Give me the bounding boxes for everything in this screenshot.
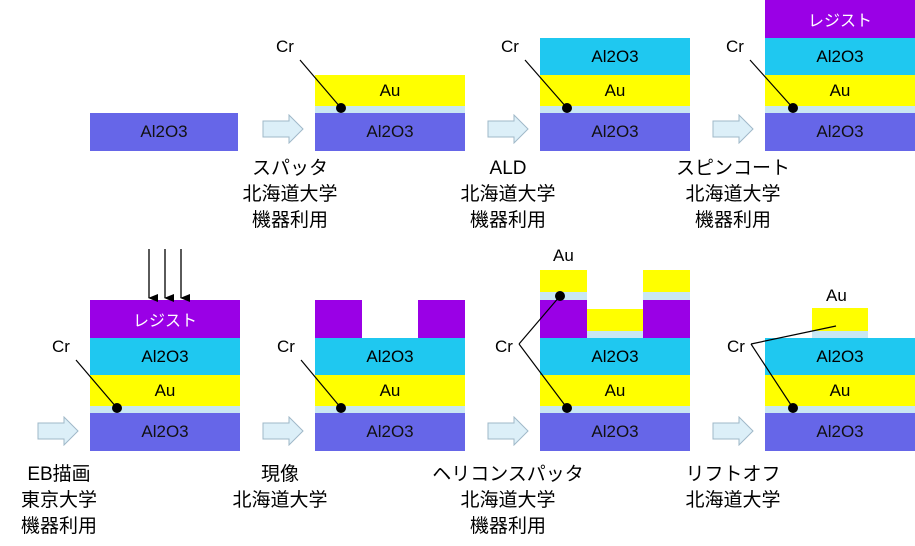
- stage6-resist-left: [315, 300, 362, 338]
- stage7-resist-right: [643, 300, 690, 338]
- stage6-al2o3-top-layer: Al2O3: [315, 338, 465, 375]
- caption-sputter-line1: スパッタ: [251, 158, 328, 179]
- stage8-cr-pattern: [812, 331, 868, 338]
- caption-liftoff-line2: 北海道大学: [685, 490, 781, 511]
- caption-sputter-line3: 機器利用: [251, 210, 328, 231]
- stage4-al2o3-substrate: Al2O3: [765, 113, 915, 151]
- stage8-au-label: Au: [826, 286, 847, 305]
- stage7-cr-top-right: [643, 292, 690, 300]
- caption-develop: 現像 北海道大学: [220, 462, 340, 514]
- process-arrow-1: [262, 113, 304, 145]
- stage3-al2o3-substrate: Al2O3: [540, 113, 690, 151]
- caption-spincoat-line2: 北海道大学: [685, 184, 781, 205]
- caption-eb-line3: 機器利用: [20, 516, 97, 537]
- process-arrow-5: [262, 415, 304, 447]
- caption-develop-line2: 北海道大学: [232, 490, 328, 511]
- stage8-cr-label: Cr: [727, 337, 745, 356]
- caption-eb: EB描画 東京大学 機器利用: [0, 462, 118, 540]
- stage3-al2o3-top-layer: Al2O3: [540, 38, 690, 75]
- caption-develop-line1: 現像: [260, 464, 299, 485]
- stage6-cr-layer: [315, 406, 465, 413]
- process-arrow-4: [37, 415, 79, 447]
- caption-spincoat-line3: 機器利用: [694, 210, 771, 231]
- stage6-resist-right: [418, 300, 465, 338]
- process-arrow-7: [712, 415, 754, 447]
- caption-spincoat: スピンコート 北海道大学 機器利用: [668, 156, 798, 234]
- caption-ald-line2: 北海道大学: [460, 184, 556, 205]
- stage8-au-layer: Au: [765, 375, 915, 406]
- stage4-cr-label: Cr: [726, 37, 744, 56]
- caption-ald-line1: ALD: [489, 158, 527, 179]
- stage5-au-layer: Au: [90, 375, 240, 406]
- caption-helicon-line1: ヘリコンスパッタ: [432, 464, 584, 485]
- caption-liftoff-line1: リフトオフ: [685, 464, 781, 485]
- stage5-resist-layer: レジスト: [90, 300, 240, 338]
- stage2-al2o3-substrate: Al2O3: [315, 113, 465, 151]
- stage8-al2o3-substrate: Al2O3: [765, 413, 915, 451]
- stage3-cr-label: Cr: [501, 37, 519, 56]
- stage2-au-layer: Au: [315, 75, 465, 106]
- caption-spincoat-line1: スピンコート: [675, 158, 790, 179]
- stage7-cr-trench: [587, 331, 643, 338]
- stage5-cr-label: Cr: [52, 337, 70, 356]
- caption-eb-line1: EB描画: [27, 464, 91, 485]
- stage5-cr-layer: [90, 406, 240, 413]
- process-arrow-3: [712, 113, 754, 145]
- stage8-al2o3-top-layer: Al2O3: [765, 338, 915, 375]
- stage7-cr-label: Cr: [495, 337, 513, 356]
- stage7-au-label: Au: [553, 246, 574, 265]
- caption-ald-line3: 機器利用: [469, 210, 546, 231]
- caption-sputter-line2: 北海道大学: [242, 184, 338, 205]
- stage7-au-layer: Au: [540, 375, 690, 406]
- stage2-cr-layer: [315, 106, 465, 113]
- stage6-cr-label: Cr: [277, 337, 295, 356]
- caption-helicon-line3: 機器利用: [469, 516, 546, 537]
- stage6-al2o3-substrate: Al2O3: [315, 413, 465, 451]
- caption-ald: ALD 北海道大学 機器利用: [448, 156, 568, 234]
- stage4-cr-layer: [765, 106, 915, 113]
- process-arrow-6: [487, 415, 529, 447]
- stage7-au-trench: [587, 309, 643, 331]
- stage4-al2o3-top-layer: Al2O3: [765, 38, 915, 75]
- stage5-al2o3-top-layer: Al2O3: [90, 338, 240, 375]
- caption-sputter: スパッタ 北海道大学 機器利用: [230, 156, 350, 234]
- stage1-al2o3-substrate: Al2O3: [90, 113, 238, 151]
- stage7-al2o3-top-layer: Al2O3: [540, 338, 690, 375]
- stage3-cr-layer: [540, 106, 690, 113]
- stage2-cr-label: Cr: [276, 37, 294, 56]
- caption-eb-line2: 東京大学: [20, 490, 97, 511]
- stage7-resist-left: [540, 300, 587, 338]
- caption-helicon-line2: 北海道大学: [460, 490, 556, 511]
- stage4-au-layer: Au: [765, 75, 915, 106]
- caption-liftoff: リフトオフ 北海道大学: [668, 462, 798, 514]
- process-arrow-2: [487, 113, 529, 145]
- stage4-resist-layer: レジスト: [765, 0, 915, 38]
- stage7-cr-layer: [540, 406, 690, 413]
- stage7-al2o3-substrate: Al2O3: [540, 413, 690, 451]
- stage8-au-pattern: [812, 308, 868, 331]
- stage8-cr-layer: [765, 406, 915, 413]
- stage7-au-top-right: [643, 270, 690, 292]
- stage7-au-top-left: [540, 270, 587, 292]
- stage5-al2o3-substrate: Al2O3: [90, 413, 240, 451]
- stage6-au-layer: Au: [315, 375, 465, 406]
- stage3-au-layer: Au: [540, 75, 690, 106]
- caption-helicon: ヘリコンスパッタ 北海道大学 機器利用: [428, 462, 588, 540]
